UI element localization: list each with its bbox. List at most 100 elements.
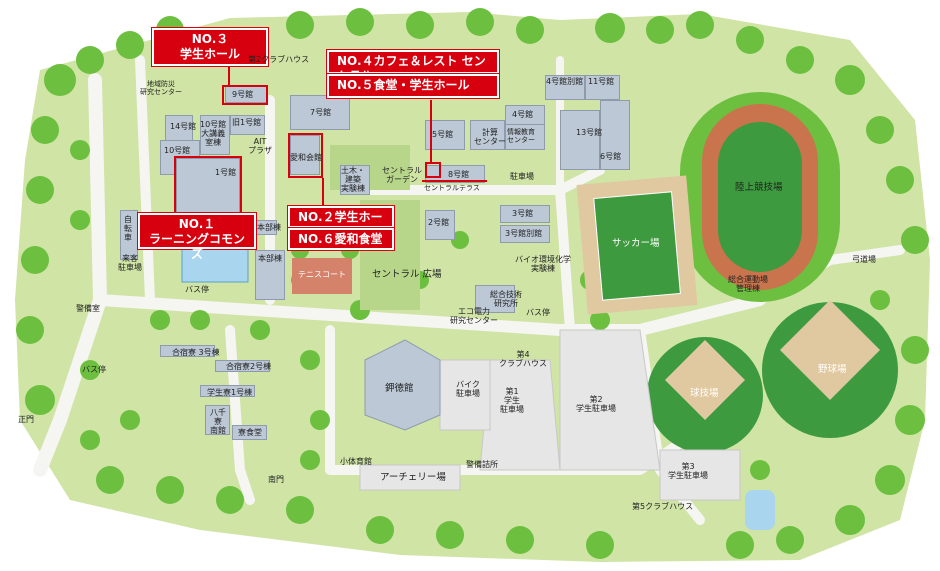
label-info-center: 情報教育 センター	[507, 128, 535, 144]
label-bldg9: 9号館	[232, 90, 254, 99]
label-bousai: 地域防災 研究センター	[140, 80, 182, 96]
building-7[interactable]	[290, 95, 350, 130]
pond-shape	[745, 490, 775, 530]
building-computer[interactable]	[470, 120, 505, 150]
highlight-terrace-line	[422, 180, 487, 182]
label-bldg10: 10号館	[164, 146, 191, 155]
label-computer: 計算 センター	[474, 128, 506, 146]
label-central-plaza: セントラル 広場	[372, 269, 442, 280]
label-bldg4: 4号館	[512, 110, 534, 119]
building-old-1[interactable]	[230, 115, 265, 135]
building-13[interactable]	[560, 110, 600, 170]
label-bldg6: 6号館	[600, 152, 622, 161]
leader-no2	[322, 178, 324, 206]
label-aiwa: 愛和会館	[290, 153, 322, 162]
label-keibi-tsume: 警備詰所	[466, 460, 498, 469]
callout-no3[interactable]: NO.３ 学生ホール	[152, 28, 268, 66]
label-central-terrace: セントラルテラス	[424, 184, 480, 192]
parking-lots	[439, 329, 741, 501]
label-sogo-gijutsu: 総合技術 研究所	[490, 290, 522, 308]
building-sogo-gijutsu[interactable]	[475, 285, 515, 313]
label-bldg2: 2号館	[428, 218, 450, 227]
label-shukusha2: 合宿寮2号棟	[226, 362, 272, 371]
building-3-annex[interactable]	[500, 225, 550, 243]
label-hachisen: 八千 寮 南館	[210, 408, 226, 435]
gym-shape	[364, 339, 441, 431]
label-club-top: 第2クラブハウス	[248, 55, 310, 64]
callout-no5[interactable]: NO.５食堂・学生ホール	[327, 74, 499, 98]
building-3[interactable]	[500, 205, 550, 223]
building-shukusha-3[interactable]	[160, 345, 215, 357]
label-bldg1: 1号館	[215, 168, 237, 177]
soccer-field-shape	[576, 175, 698, 315]
label-soccer: サッカー場	[612, 238, 660, 249]
building-bike-parking[interactable]	[120, 210, 138, 260]
label-parking-bike: 駐車場	[510, 172, 534, 181]
label-raikyaku: 来客 駐車場	[118, 254, 142, 272]
callout-no4[interactable]: NO.４カフェ＆レスト セントラル	[327, 50, 499, 83]
ball-field-small-shape	[647, 337, 763, 453]
label-bio: バイオ環境化学 実験棟	[515, 255, 571, 273]
label-small-gym: 小体育館	[340, 457, 372, 466]
label-bldg8: 8号館	[448, 170, 470, 179]
label-kyudo: 弓道場	[852, 255, 876, 264]
highlight-central-terrace	[425, 162, 441, 178]
label-sogo-undo: 総合運動場 管理棟	[728, 275, 768, 293]
callout-no1[interactable]: NO.１ ラーニングコモンズ	[138, 213, 256, 261]
building-ryoshokudo[interactable]	[232, 425, 267, 440]
building-1[interactable]	[176, 158, 240, 213]
label-seimon: 正門	[18, 415, 34, 424]
leader-no3	[228, 62, 230, 86]
building-hachisen[interactable]	[205, 405, 230, 435]
label-archery: アーチェリー場	[380, 472, 446, 483]
archery-shape	[359, 464, 461, 491]
building-aiwa[interactable]	[290, 135, 320, 175]
label-student-parking2: 第2 学生駐車場	[576, 395, 616, 413]
building-info[interactable]	[505, 120, 545, 150]
baseball-field-shape	[762, 300, 898, 438]
label-honbu: 本部棟	[257, 223, 281, 232]
tennis-court-shape	[292, 258, 352, 294]
label-bus-stop1: バス停	[185, 285, 209, 294]
label-club4: 第4 クラブハウス	[499, 350, 547, 368]
label-club5: 第5クラブハウス	[632, 502, 694, 511]
building-honbu-2[interactable]	[255, 250, 285, 300]
label-bike-parking: バイク 駐車場	[456, 380, 480, 398]
highlight-building-1	[174, 156, 242, 214]
label-eco: エコ電力 研究センター	[450, 307, 498, 325]
label-keibi: 警備室	[76, 304, 100, 313]
label-jitensha: 自 転 車	[124, 215, 132, 242]
label-ball-field: 球技場	[690, 388, 719, 399]
label-bldg14: 14号館	[170, 122, 197, 131]
callout-no2[interactable]: NO.２学生ホール	[288, 206, 394, 239]
label-student-parking1: 第1 学生 駐車場	[500, 387, 524, 414]
highlight-building-9	[222, 85, 268, 105]
building-2[interactable]	[425, 210, 455, 240]
label-bldg1-old: 旧1号館	[232, 118, 262, 127]
label-bldg10-lecture: 10号館 大講義 室棟	[200, 120, 227, 147]
building-doboku[interactable]	[340, 165, 370, 195]
label-track-field: 陸上競技場	[735, 182, 783, 193]
building-shukusha-2[interactable]	[215, 360, 270, 372]
label-bus-stop2: バス停	[526, 308, 550, 317]
label-honbu2: 本部棟	[258, 254, 282, 263]
label-central-garden: セントラル ガーデン	[382, 166, 422, 184]
building-11[interactable]	[585, 75, 620, 100]
building-6[interactable]	[600, 100, 630, 170]
label-gym: 鉀徳館	[385, 383, 414, 394]
label-bldg3: 3号館	[512, 209, 534, 218]
label-doboku: 土木・ 建築 実験棟	[341, 166, 365, 193]
building-10-lecture[interactable]	[200, 115, 230, 155]
label-bldg13: 13号館	[576, 128, 603, 137]
label-baseball: 野球場	[818, 364, 847, 375]
label-student-parking3: 第3 学生駐車場	[668, 462, 708, 480]
label-shukusha3: 合宿寮 3号棟	[172, 348, 220, 357]
building-4[interactable]	[505, 105, 545, 125]
building-shukusha-1[interactable]	[200, 385, 255, 397]
label-nanmon: 南門	[268, 475, 284, 484]
building-4-annex[interactable]	[545, 75, 585, 100]
leader-no4	[430, 100, 432, 162]
label-bldg7: 7号館	[310, 108, 332, 117]
callout-no6[interactable]: NO.６愛和食堂	[288, 228, 394, 250]
